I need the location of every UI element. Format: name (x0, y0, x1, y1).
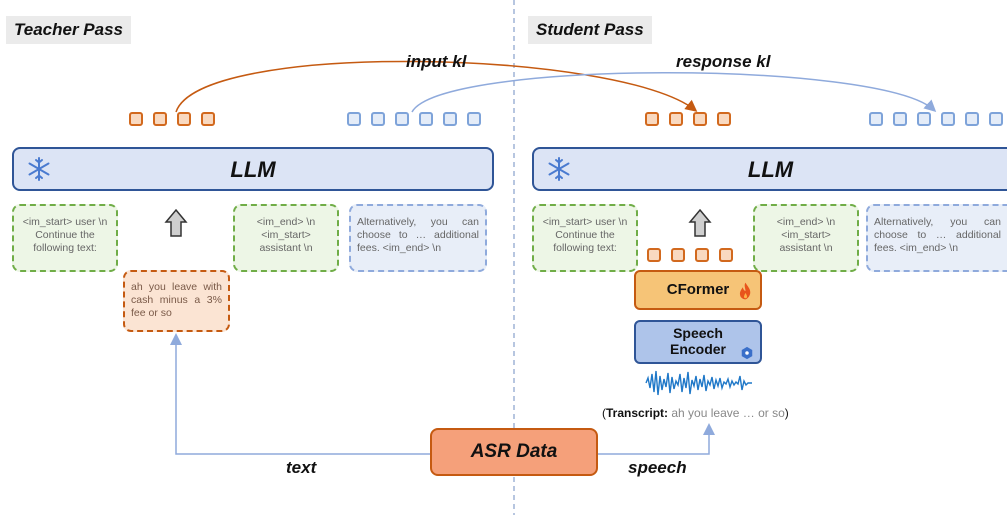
transcript-text: ah you leave … or so (671, 406, 785, 420)
cformer-block: CFormer (634, 270, 762, 310)
speech-arrow (598, 423, 715, 455)
hexagon-icon (741, 346, 753, 360)
token (395, 112, 409, 126)
token (989, 112, 1003, 126)
encoder-label-line1: Speech (673, 325, 723, 341)
student-llm-block: LLM (532, 147, 1007, 191)
student-pass-title: Student Pass (528, 16, 652, 44)
token (645, 112, 659, 126)
up-arrow-icon (688, 208, 712, 237)
response-kl-label: response kl (676, 52, 771, 71)
token (201, 112, 215, 126)
student-assistant-box: <im_end> \n <im_start> assistant \n (753, 204, 859, 272)
token (669, 112, 683, 126)
token (419, 112, 433, 126)
token (693, 112, 707, 126)
asr-data-block: ASR Data (430, 428, 598, 476)
token (893, 112, 907, 126)
input-kl-label: input kl (406, 52, 467, 71)
encoder-label-line2: Encoder (669, 341, 726, 357)
token (443, 112, 457, 126)
snowflake-icon (548, 157, 570, 181)
up-arrow-icon (164, 208, 188, 237)
token (129, 112, 143, 126)
token (371, 112, 385, 126)
flame-icon (739, 282, 751, 300)
teacher-response-box: Alternatively, you can choose to … addit… (349, 204, 487, 272)
text-label: text (286, 458, 317, 477)
token (671, 248, 685, 262)
token (695, 248, 709, 262)
token (153, 112, 167, 126)
teacher-llm-block: LLM (12, 147, 494, 191)
student-prompt-box: <im_start> user \n Continue the followin… (532, 204, 638, 272)
token (941, 112, 955, 126)
transcript-label: Transcript: (606, 406, 669, 420)
speech-encoder-block: Speech Encoder (634, 320, 762, 364)
snowflake-icon (28, 157, 50, 181)
teacher-assistant-box: <im_end> \n <im_start> assistant \n (233, 204, 339, 272)
response-kl-arrow (411, 72, 937, 113)
text-arrow (170, 333, 430, 455)
teacher-pass-title: Teacher Pass (6, 16, 131, 44)
token (965, 112, 979, 126)
token (869, 112, 883, 126)
token (719, 248, 733, 262)
llm-label: LLM (230, 157, 276, 182)
student-response-box: Alternatively, you can choose to … addit… (866, 204, 1007, 272)
waveform-icon (645, 370, 752, 396)
token (347, 112, 361, 126)
cformer-label: CFormer (666, 281, 730, 298)
llm-label: LLM (747, 157, 794, 182)
token (917, 112, 931, 126)
transcript-line: (Transcript: ah you leave … or so) (602, 406, 789, 420)
token (647, 248, 661, 262)
teacher-prompt-box: <im_start> user \n Continue the followin… (12, 204, 118, 272)
token (467, 112, 481, 126)
token (177, 112, 191, 126)
teacher-text-box: ah you leave with cash minus a 3% fee or… (123, 270, 230, 332)
token (717, 112, 731, 126)
speech-label: speech (628, 458, 687, 477)
